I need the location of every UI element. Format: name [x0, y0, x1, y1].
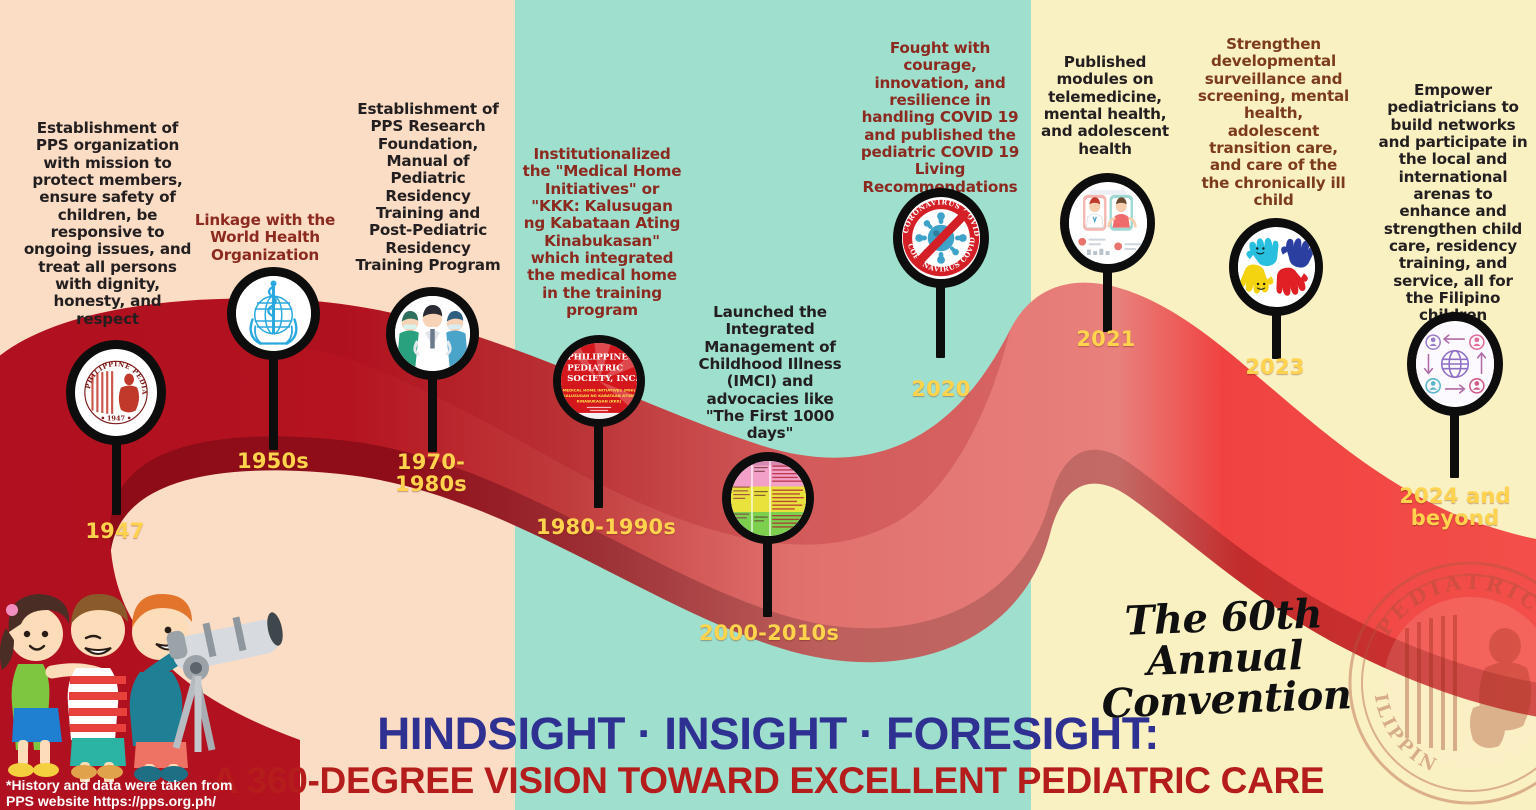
milestone-year-label: 1970-1980s — [395, 450, 467, 497]
milestone-description: Establishment of PPS Research Foundation… — [355, 100, 501, 274]
convention-title: The 60th Annual Convention — [1100, 590, 1353, 728]
pps-medical-home-poster-icon: PHILIPPINE PEDIATRIC SOCIETY, INC. MEDIC… — [561, 343, 637, 419]
poster-line-3: SOCIETY, INC. — [567, 374, 637, 384]
milestone-year-label: 2000-2010s — [698, 621, 840, 645]
pps-seal-icon: PHILIPPINE PEDIATRIC SOCIETY 1947 — [75, 349, 155, 432]
poster-line-5: KALUSUGAN NG KABATAAN ATING — [563, 393, 635, 398]
milestone-year-label: 1950s — [237, 449, 309, 473]
poster-line-4: MEDICAL HOME INITIATIVES (MHI) — [563, 388, 636, 393]
global-network-icon — [1416, 325, 1494, 403]
milestone-description: Published modules on telemedicine, menta… — [1041, 53, 1169, 158]
milestone-description: Linkage with the World Health Organizati… — [194, 211, 336, 264]
pps-seal-watermark-icon: PEDIATRIC ILIPPIN — [1348, 561, 1536, 805]
milestone-year-label: 2023 — [1245, 355, 1305, 379]
milestone-description: Launched the Integrated Management of Ch… — [698, 303, 842, 443]
milestone-description: Strengthen developmental surveillance an… — [1197, 35, 1350, 209]
source-note: *History and data were taken from PPS we… — [6, 777, 233, 809]
children-with-telescope-illustration — [0, 594, 283, 782]
telemedicine-icon — [1068, 184, 1147, 262]
event-theme-subtitle: A 360-DEGREE VISION TOWARD EXCELLENT PED… — [211, 760, 1325, 801]
poster-line-2: PEDIATRIC — [567, 363, 623, 373]
medical-team-icon — [395, 296, 470, 371]
milestone-description: Empower pediatricians to build networks … — [1378, 81, 1528, 324]
milestone-year-label: 1947 — [85, 519, 145, 543]
milestone-description: Institutionalized the "Medical Home Init… — [522, 145, 682, 319]
milestone-year-label: 2024 and beyond — [1399, 484, 1511, 531]
handprints-icon — [1237, 228, 1315, 306]
milestone-description: Establishment of PPS organization with m… — [23, 119, 192, 328]
poster-line-1: PHILIPPINE — [567, 353, 628, 363]
milestone-year-label: 1980-1990s — [535, 515, 677, 539]
no-coronavirus-icon: CORONAVIRUS COVID 19 CORONAVIRUS COVID — [902, 197, 980, 277]
poster-line-6: KINABUKASAN (KKK) — [577, 398, 622, 403]
milestone-year-label: 2021 — [1076, 327, 1136, 351]
milestone-year-label: 2020 — [911, 377, 971, 401]
seal-year: 1947 — [107, 414, 126, 422]
who-logo-icon — [236, 276, 311, 351]
event-theme-title: HINDSIGHT · INSIGHT · FORESIGHT: — [377, 708, 1159, 759]
imci-chart-icon — [730, 460, 806, 536]
milestone-description: Fought with courage, innovation, and res… — [860, 39, 1020, 196]
